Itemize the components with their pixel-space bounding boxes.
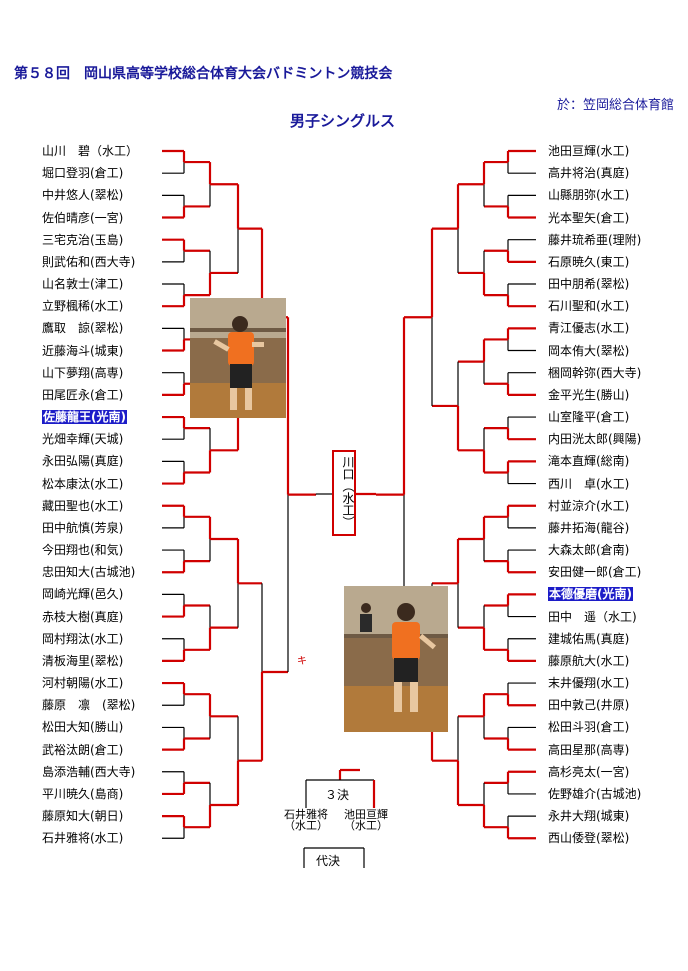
player-left-9: 鷹取 諒(翠松) <box>42 321 124 336</box>
player-right-2: 高井将治(真庭) <box>548 166 630 181</box>
player-left-18: 田中航慎(芳泉) <box>42 520 124 535</box>
champion-box: 川口（水工） <box>332 450 356 536</box>
player-left-32: 石井雅将(水工) <box>42 831 124 846</box>
player-right-9: 青江優志(水工) <box>548 321 630 336</box>
event-title: 男子シングルス <box>290 112 396 130</box>
player-left-21: 岡崎光輝(邑久) <box>42 587 124 602</box>
player-left-7: 山名敦士(津工) <box>42 277 124 292</box>
player-left-26: 藤原 凛 (翠松) <box>42 698 136 713</box>
player-left-27: 松田大知(勝山) <box>42 720 124 735</box>
player-left-13: 佐藤龍王(光南) <box>42 410 127 425</box>
player-left-14: 光畑幸輝(天城) <box>42 432 124 447</box>
third-place-label: ３決 <box>325 788 350 802</box>
player-right-28: 高田星那(高専) <box>548 742 630 757</box>
player-right-22: 田中 遥（水工) <box>548 609 637 624</box>
player-left-3: 中井悠人(翠松) <box>42 188 124 203</box>
photo-right-player <box>344 586 448 732</box>
player-right-14: 内田洸太郎(興陽) <box>548 432 642 447</box>
player-right-20: 安田健一郎(倉工) <box>548 565 642 580</box>
player-right-15: 滝本直輝(総南) <box>548 454 630 469</box>
player-right-30: 佐野雄介(古城池) <box>548 786 642 801</box>
player-right-18: 藤井拓海(龍谷) <box>548 520 630 535</box>
player-right-31: 永井大翔(城東) <box>548 809 630 824</box>
player-right-17: 村並涼介(水工) <box>548 498 630 513</box>
venue-label: 於：笠岡総合体育館 <box>556 98 674 113</box>
third-place-player-b-name: 池田亘輝 <box>344 808 388 821</box>
player-left-6: 則武佑和(西大寺) <box>42 254 136 269</box>
player-right-24: 藤原航大(水工) <box>548 653 630 668</box>
player-left-28: 武裕汰朗(倉工) <box>42 742 124 757</box>
player-right-12: 金平光生(勝山) <box>548 387 630 402</box>
page-title: 第５８回 岡山県高等学校総合体育大会バドミントン競技会 <box>14 66 393 82</box>
player-left-25: 河村朝陽(水工) <box>42 676 124 691</box>
player-left-4: 佐伯晴彦(一宮) <box>42 210 124 225</box>
photo-left-player <box>190 298 286 418</box>
player-right-16: 西川 卓(水工) <box>548 476 630 491</box>
player-left-22: 赤枝大樹(真庭) <box>42 609 124 624</box>
player-right-13: 山室隆平(倉工) <box>548 410 630 425</box>
player-left-11: 山下夢翔(高専) <box>42 365 124 380</box>
player-left-20: 忠田知大(古城池) <box>42 565 136 580</box>
third-place-player-b-school: （水工） <box>344 819 388 832</box>
third-place-player-a-name: 石井雅将 <box>284 808 328 821</box>
player-left-15: 永田弘陽(真庭) <box>42 454 124 469</box>
player-right-26: 田中敦己(井原) <box>548 698 630 713</box>
final-mark: キ <box>297 656 307 667</box>
badminton-player-photo-icon <box>344 586 448 732</box>
player-left-19: 今田翔也(和気) <box>42 543 124 558</box>
player-right-29: 高杉亮太(一宮) <box>548 764 630 779</box>
player-left-10: 近藤海斗(城東) <box>42 343 124 358</box>
player-right-4: 光本聖矢(倉工) <box>548 210 630 225</box>
player-right-6: 石原暁久(東工) <box>548 254 630 269</box>
player-left-24: 清板海里(翠松) <box>42 653 124 668</box>
player-right-3: 山縣朋弥(水工) <box>548 188 630 203</box>
player-right-19: 大森太郎(倉南) <box>548 543 630 558</box>
player-right-11: 梱岡幹弥(西大寺) <box>548 365 642 380</box>
champion-name: 川口（水工） <box>341 456 355 528</box>
player-left-12: 田尾匠永(倉工) <box>42 387 124 402</box>
player-right-27: 松田斗羽(倉工) <box>548 720 630 735</box>
player-right-10: 岡本侑大(翠松) <box>548 343 630 358</box>
player-right-8: 石川聖和(水工) <box>548 299 630 314</box>
player-left-31: 藤原知大(朝日) <box>42 809 124 824</box>
player-left-8: 立野楓稀(水工) <box>42 299 124 314</box>
badminton-player-photo-icon <box>190 298 286 418</box>
player-left-2: 堀口登羽(倉工) <box>42 166 124 181</box>
player-left-17: 藏田聖也(水工) <box>42 498 124 513</box>
player-left-29: 島添浩輔(西大寺) <box>42 764 136 779</box>
player-right-25: 末井優翔(水工) <box>548 676 630 691</box>
player-right-21: 本德優磨(光南) <box>548 587 633 602</box>
player-right-7: 田中朋希(翠松) <box>548 277 630 292</box>
player-left-1: 山川 碧（水工） <box>42 144 139 158</box>
player-right-23: 建城佑馬(真庭) <box>548 631 630 646</box>
player-left-5: 三宅克治(玉島) <box>42 232 124 247</box>
third-place-player-a: 石井雅将 （水工） <box>274 809 338 831</box>
player-right-32: 西山倭登(翠松) <box>548 831 630 846</box>
third-place-player-b: 池田亘輝 （水工） <box>334 809 398 831</box>
player-left-23: 岡村翔汰(水工) <box>42 631 124 646</box>
player-left-16: 松本康汰(水工) <box>42 476 124 491</box>
player-left-30: 平川暁久(島商) <box>42 786 124 801</box>
player-right-5: 藤井琉希亜(理附) <box>548 232 642 247</box>
player-right-1: 池田亘輝(水工) <box>548 144 630 158</box>
representative-playoff-label: 代決 <box>316 854 341 868</box>
third-place-player-a-school: （水工） <box>284 819 328 832</box>
